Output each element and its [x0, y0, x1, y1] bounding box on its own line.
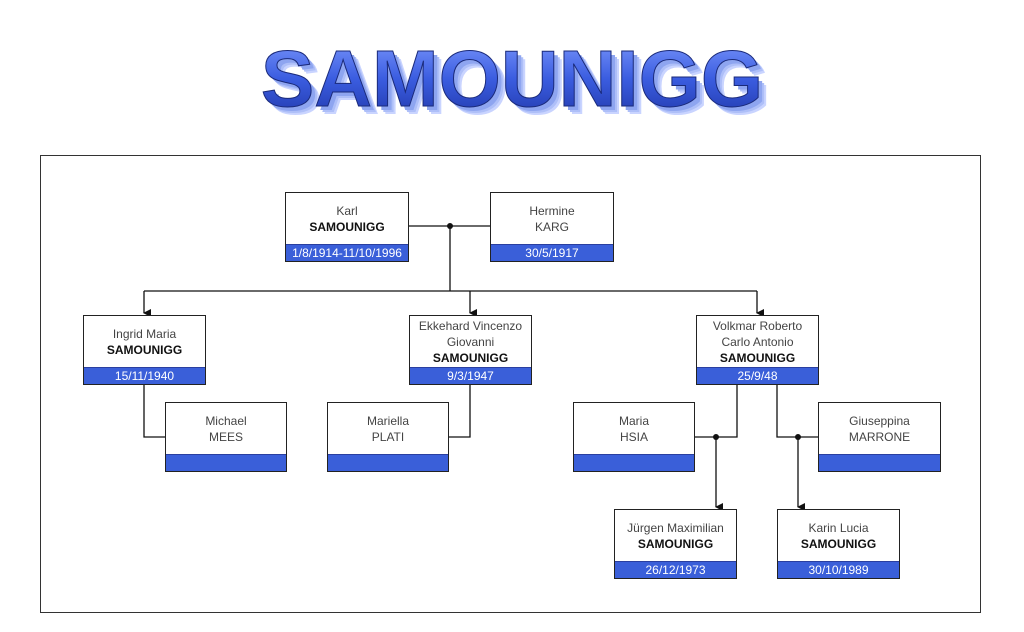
person-info: Karl SAMOUNIGG — [286, 193, 408, 244]
union-dot-volkmar-maria — [713, 434, 719, 440]
first-name: Giuseppina — [849, 413, 910, 428]
person-info: Maria HSIA — [574, 403, 694, 454]
marriage-line-volkmar-giuseppina — [776, 385, 818, 438]
person-box-volkmar: Volkmar Roberto Carlo Antonio SAMOUNIGG … — [696, 315, 819, 385]
person-box-jurgen: Jürgen Maximilian SAMOUNIGG 26/12/1973 — [614, 509, 737, 579]
person-box-hermine: Hermine KARG 30/5/1917 — [490, 192, 614, 262]
person-box-karin: Karin Lucia SAMOUNIGG 30/10/1989 — [777, 509, 900, 579]
marriage-line-ekkehard-mariella — [449, 385, 471, 438]
surname: SAMOUNIGG — [800, 536, 877, 551]
surname: PLATI — [371, 429, 405, 444]
marriage-line-volkmar-maria — [695, 385, 738, 438]
dates-bar — [819, 454, 940, 471]
person-info: Volkmar Roberto Carlo Antonio SAMOUNIGG — [697, 316, 818, 367]
person-info: Hermine KARG — [491, 193, 613, 244]
title-text: SAMOUNIGG — [261, 34, 763, 123]
surname: SAMOUNIGG — [637, 536, 714, 551]
surname: MARRONE — [848, 429, 911, 444]
middle-name: Carlo Antonio — [721, 334, 794, 349]
person-box-mariella: Mariella PLATI — [327, 402, 449, 472]
first-name: Volkmar Roberto — [712, 318, 803, 333]
person-info: Giuseppina MARRONE — [819, 403, 940, 454]
surname: HSIA — [619, 429, 648, 444]
surname: KARG — [534, 219, 569, 234]
dates-bar: 1/8/1914-11/10/1996 — [286, 244, 408, 261]
first-name: Michael — [205, 413, 247, 428]
person-box-ekkehard: Ekkehard Vincenzo Giovanni SAMOUNIGG 9/3… — [409, 315, 532, 385]
person-info: Mariella PLATI — [328, 403, 448, 454]
surname: SAMOUNIGG — [106, 342, 183, 357]
dates-bar — [574, 454, 694, 471]
middle-name: Giovanni — [446, 334, 495, 349]
dates-bar: 26/12/1973 — [615, 561, 736, 578]
dates-bar — [166, 454, 286, 471]
person-box-ingrid: Ingrid Maria SAMOUNIGG 15/11/1940 — [83, 315, 206, 385]
dates-bar: 9/3/1947 — [410, 367, 531, 384]
surname: SAMOUNIGG — [719, 350, 796, 365]
title-shadow-3: SAMOUNIGG — [269, 42, 771, 131]
first-name: Jürgen Maximilian — [627, 520, 724, 535]
surname: SAMOUNIGG — [309, 219, 385, 234]
person-info: Karin Lucia SAMOUNIGG — [778, 510, 899, 561]
person-box-michael: Michael MEES — [165, 402, 287, 472]
title-shadow-1: SAMOUNIGG — [265, 38, 767, 127]
first-name: Maria — [618, 413, 649, 428]
first-name: Ekkehard Vincenzo — [418, 318, 523, 333]
first-name: Karl — [336, 203, 358, 218]
dates-bar — [328, 454, 448, 471]
person-info: Ekkehard Vincenzo Giovanni SAMOUNIGG — [410, 316, 531, 367]
title-wordart: SAMOUNIGG SAMOUNIGG SAMOUNIGG SAMOUNIGG — [260, 34, 771, 132]
union-dot-volkmar-giuseppina — [795, 434, 801, 440]
dates-bar: 25/9/48 — [697, 367, 818, 384]
person-box-giuseppina: Giuseppina MARRONE — [818, 402, 941, 472]
person-info: Michael MEES — [166, 403, 286, 454]
first-name: Karin Lucia — [808, 520, 869, 535]
person-box-karl: Karl SAMOUNIGG 1/8/1914-11/10/1996 — [285, 192, 409, 262]
dates-bar: 15/11/1940 — [84, 367, 205, 384]
surname: SAMOUNIGG — [432, 350, 509, 365]
first-name: Mariella — [366, 413, 409, 428]
dates-bar: 30/10/1989 — [778, 561, 899, 578]
union-dot-karl-hermine — [447, 223, 453, 229]
person-info: Jürgen Maximilian SAMOUNIGG — [615, 510, 736, 561]
first-name: Hermine — [529, 203, 575, 218]
person-box-maria: Maria HSIA — [573, 402, 695, 472]
dates-bar: 30/5/1917 — [491, 244, 613, 261]
marriage-line-ingrid-michael — [143, 385, 165, 438]
first-name: Ingrid Maria — [112, 326, 177, 341]
family-title: SAMOUNIGG SAMOUNIGG SAMOUNIGG SAMOUNIGG — [0, 0, 1024, 150]
title-shadow-2: SAMOUNIGG — [267, 40, 769, 129]
surname: MEES — [208, 429, 243, 444]
person-info: Ingrid Maria SAMOUNIGG — [84, 316, 205, 367]
